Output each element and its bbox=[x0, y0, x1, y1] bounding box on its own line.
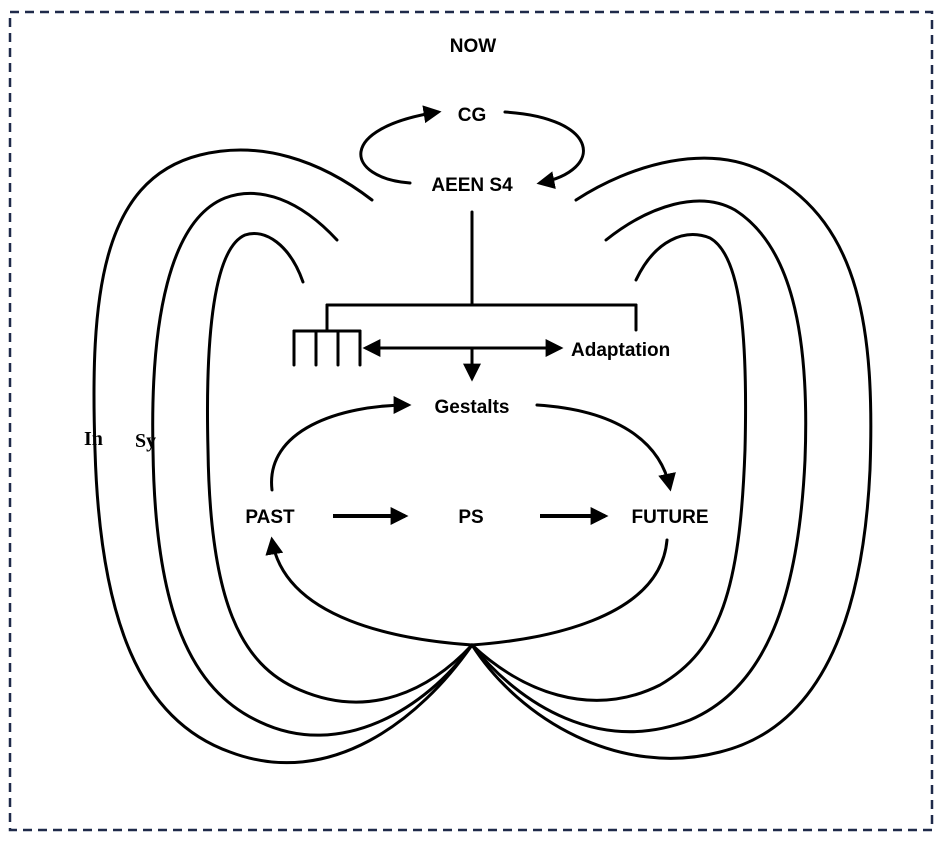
node-cg: CG bbox=[458, 105, 487, 126]
right-arc-outer bbox=[470, 156, 873, 760]
left-arc-third bbox=[205, 232, 474, 704]
node-future: FUTURE bbox=[631, 507, 708, 528]
label-sy: Sy bbox=[135, 430, 156, 452]
cg-loop-right-arrow bbox=[503, 110, 585, 189]
node-adaptation: Adaptation bbox=[571, 340, 670, 361]
node-gestalts: Gestalts bbox=[435, 397, 510, 418]
label-in: In bbox=[84, 428, 103, 450]
past-to-gestalts-arc bbox=[270, 396, 412, 492]
left-arc-outer bbox=[92, 148, 474, 764]
now-title: NOW bbox=[450, 36, 497, 57]
future-to-past-loop bbox=[265, 536, 669, 647]
right-arc-third bbox=[470, 233, 748, 702]
now-frame bbox=[8, 10, 934, 832]
comb-symbol-icon bbox=[292, 329, 362, 367]
cg-loop-left-arrow bbox=[359, 105, 442, 185]
right-arc-second bbox=[470, 199, 808, 734]
node-ps: PS bbox=[458, 507, 483, 528]
gestalts-to-future-arc bbox=[535, 403, 676, 492]
node-past: PAST bbox=[245, 507, 295, 528]
node-aeen-s4: AEEN S4 bbox=[431, 175, 513, 196]
left-arc-second bbox=[151, 191, 474, 737]
